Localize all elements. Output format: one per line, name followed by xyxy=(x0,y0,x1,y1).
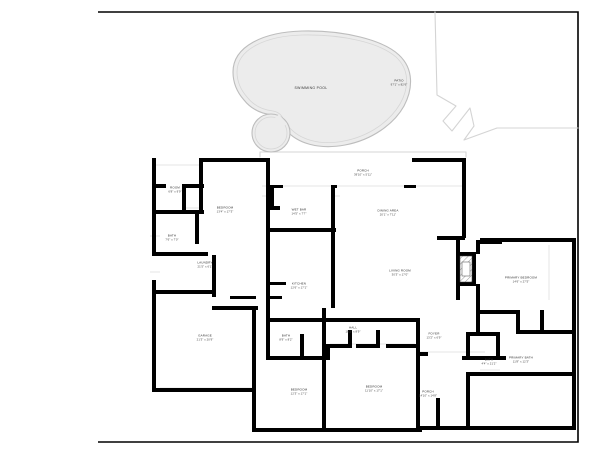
swimming-pool-shape xyxy=(232,30,412,153)
property-boundary xyxy=(98,11,579,443)
patio-outline xyxy=(259,11,579,158)
fireplace-hatch xyxy=(459,255,473,283)
structure-walls xyxy=(152,158,576,432)
interior-thin-lines xyxy=(150,164,550,389)
